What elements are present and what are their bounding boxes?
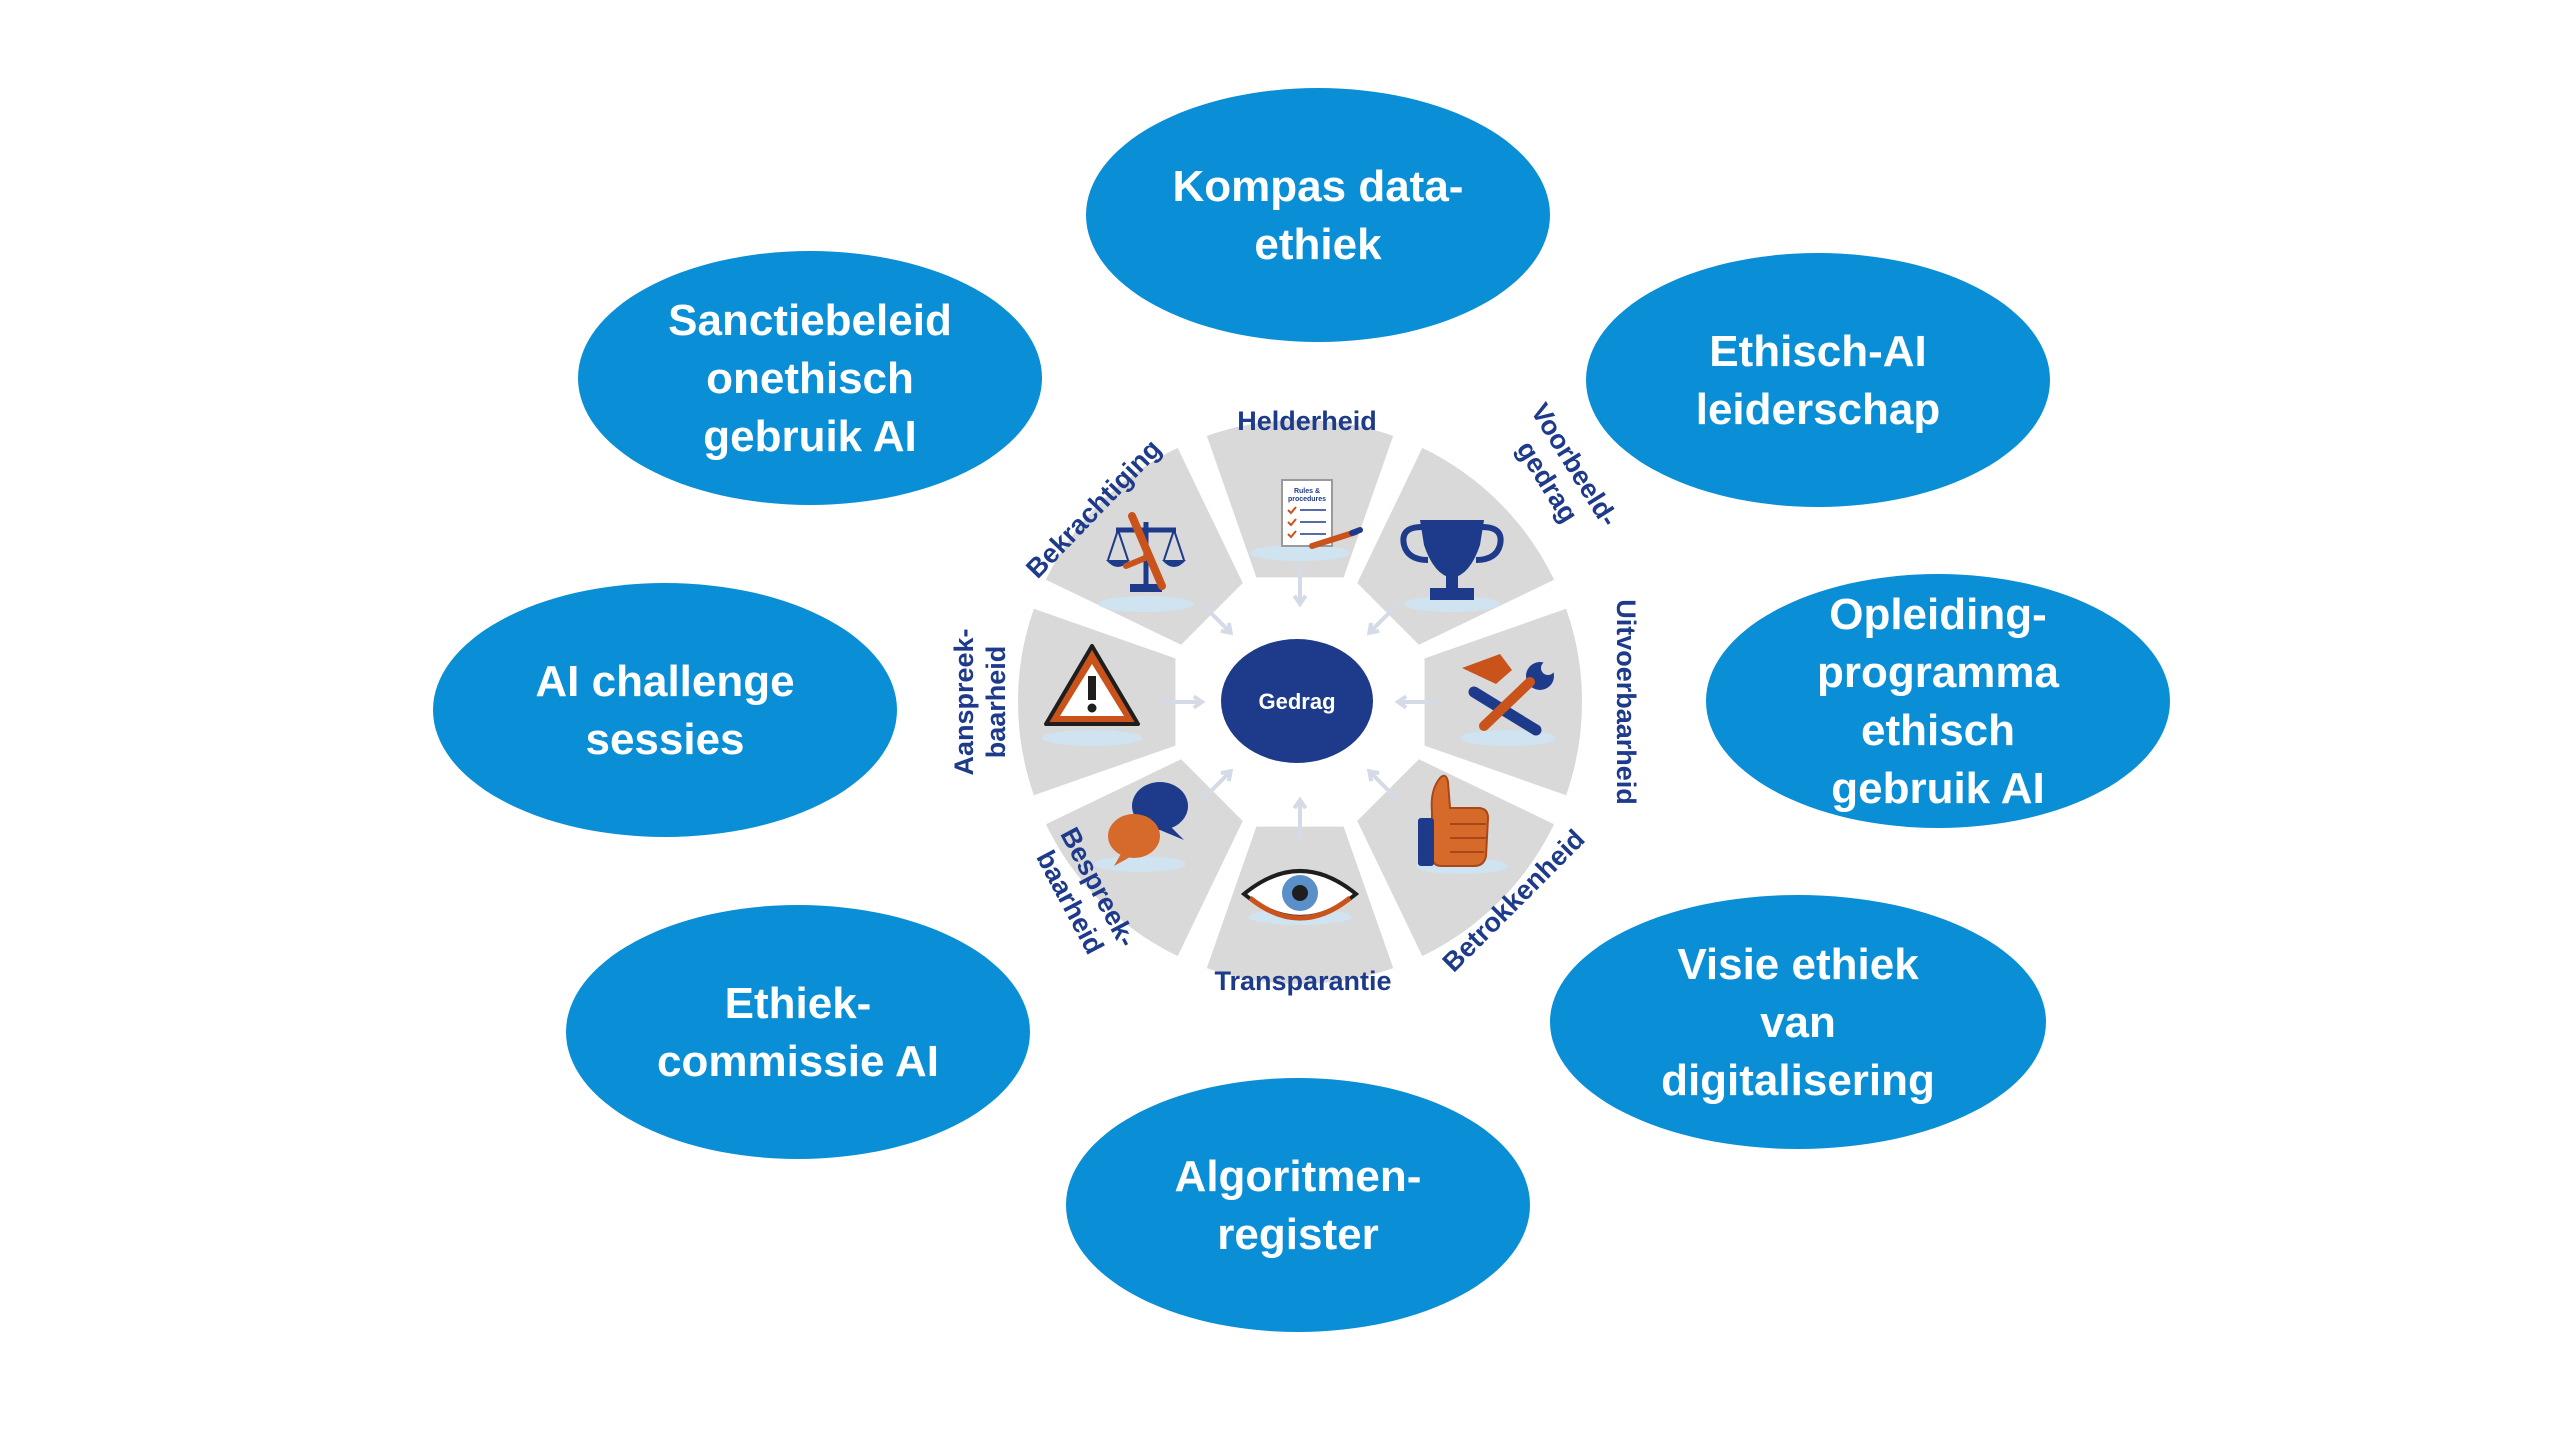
- bubble-text-line: Opleiding-: [1829, 590, 2047, 639]
- bubble-sanctiebeleid: Sanctiebeleid onethisch gebruik AI: [578, 251, 1042, 505]
- bubble-opleidingprogramma: Opleiding-programma ethisch gebruik AI: [1706, 574, 2170, 828]
- bubble-visie-ethiek: Visie ethiek van digitalisering: [1550, 895, 2046, 1149]
- caption-helderheid: Helderheid: [1237, 406, 1377, 436]
- bubble-text-line: Ethiek-: [725, 979, 872, 1028]
- bubble-text-line: Kompas data-: [1173, 162, 1464, 211]
- arrow-transparantie: [1292, 796, 1308, 840]
- bubble-shape: [1066, 1078, 1530, 1332]
- bubble-text-line: ethisch: [1861, 706, 2015, 755]
- bubble-text-line: leiderschap: [1696, 385, 1941, 434]
- arrow-voorbeeldgedrag: [1366, 603, 1399, 636]
- center-label: Gedrag: [1258, 689, 1335, 714]
- icons: Rules & procedures: [1042, 479, 1556, 925]
- caption-transparantie: Transparantie: [1214, 966, 1391, 996]
- tools-icon: [1460, 654, 1556, 746]
- bubble-text-line: sessies: [585, 715, 744, 764]
- bubble-text-line: van: [1760, 998, 1836, 1047]
- bubble-text-line: ethiek: [1254, 220, 1382, 269]
- warning-icon: [1042, 644, 1142, 746]
- bubble-ai-challenge-sessies: AI challenge sessies: [433, 583, 897, 837]
- caption-aanspreekbaarheid-1: Aanspreek-: [949, 628, 979, 775]
- caption-aanspreekbaarheid: Aanspreek- baarheid: [949, 628, 1011, 775]
- bubble-text-line: onethisch: [706, 354, 914, 403]
- caption-uitvoerbaarheid: Uitvoerbaarheid: [1611, 599, 1641, 805]
- bubble-shape: [1086, 88, 1550, 342]
- arrow-uitvoerbaarheid: [1394, 694, 1438, 710]
- bubble-shape: [566, 905, 1030, 1159]
- bubble-text-line: commissie AI: [657, 1037, 939, 1086]
- arrow-bespreekbaarheid: [1201, 768, 1234, 801]
- bubble-text-line: programma: [1817, 648, 2060, 697]
- arrow-bekrachtiging: [1201, 603, 1234, 636]
- scales-sword-icon: [1098, 512, 1194, 612]
- bubble-algoritmenregister: Algoritmen-register: [1066, 1078, 1530, 1332]
- caption-aanspreekbaarheid-2: baarheid: [981, 646, 1011, 759]
- bubble-text-line: Ethisch-AI: [1709, 327, 1927, 376]
- trophy-icon: [1400, 520, 1504, 612]
- bubble-text-line: gebruik AI: [1831, 764, 2045, 813]
- bubble-shape: [1550, 895, 2046, 1149]
- bubble-text-line: Visie ethiek: [1677, 940, 1919, 989]
- bubble-text-line: Algoritmen-: [1175, 1152, 1422, 1201]
- rules-icon-text-2: procedures: [1288, 496, 1326, 503]
- arrow-aanspreekbaarheid: [1162, 694, 1206, 710]
- bubble-shape: [1586, 253, 2050, 507]
- bubble-text-line: Sanctiebeleid: [668, 296, 952, 345]
- bubble-text-line: AI challenge: [535, 657, 794, 706]
- arrow-betrokkenheid: [1366, 768, 1399, 801]
- bubble-ethiekcommissie: Ethiek-commissie AI: [566, 905, 1030, 1159]
- bubble-kompas-data-ethiek: Kompas data-ethiek: [1086, 88, 1550, 342]
- bubble-text-line: digitalisering: [1661, 1056, 1935, 1105]
- bubble-ethisch-ai-leiderschap: Ethisch-AI leiderschap: [1586, 253, 2050, 507]
- wheel-arrows: [1162, 564, 1438, 840]
- bubble-shape: [433, 583, 897, 837]
- bubble-shape: [1706, 574, 2170, 828]
- eye-icon: [1240, 869, 1360, 925]
- arrow-helderheid: [1292, 564, 1308, 608]
- center-node: Gedrag: [1221, 639, 1373, 763]
- rules-procedures-icon: Rules & procedures: [1250, 479, 1363, 561]
- center-circle: [1221, 639, 1373, 763]
- chat-bubbles-icon: [1094, 782, 1188, 872]
- thumbs-up-icon: [1416, 774, 1508, 874]
- bubble-text-line: gebruik AI: [703, 412, 917, 461]
- rules-icon-text-1: Rules &: [1294, 488, 1320, 495]
- bubble-text-line: register: [1217, 1210, 1378, 1259]
- bubble-shape: [578, 251, 1042, 505]
